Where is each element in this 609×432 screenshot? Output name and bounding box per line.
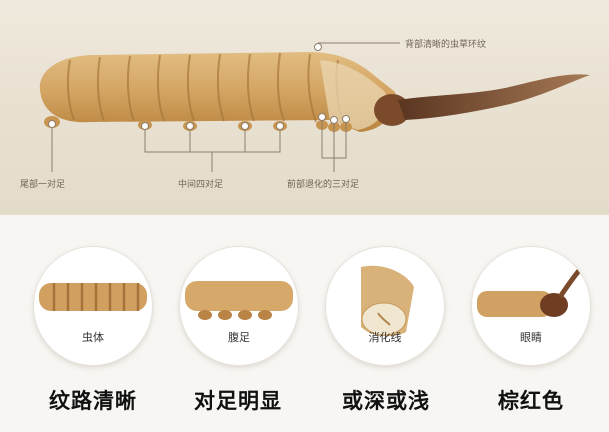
caption-clear-pattern: 纹路清晰 — [49, 389, 137, 413]
circle-label-eyes: 眼睛 — [520, 331, 542, 344]
digestive-line-image — [361, 265, 414, 337]
feet-closeup-image — [185, 281, 293, 320]
circle-label-feet: 腹足 — [228, 331, 250, 344]
body-closeup-image — [39, 283, 147, 311]
annotation-back-rings: 背部清晰的虫草环纹 — [405, 40, 487, 50]
feature-circle-eyes: 眼睛 — [472, 247, 590, 365]
caption-dark-or-light: 或深或浅 — [342, 389, 430, 413]
feature-circle-body: 虫体 — [34, 247, 152, 365]
annotation-tail-feet: 尾部一对足 — [20, 180, 66, 190]
annotation-middle-feet: 中间四对足 — [178, 180, 224, 190]
circle-label-body: 虫体 — [82, 331, 104, 344]
cordyceps-illustration — [39, 42, 590, 172]
caption-distinct-feet: 对足明显 — [194, 389, 282, 413]
circle-label-digestive-line: 消化线 — [368, 331, 402, 344]
caption-brown-red: 棕红色 — [498, 389, 564, 413]
eyes-closeup-image — [477, 263, 586, 317]
feature-circle-digestive-line: 消化线 — [326, 247, 444, 365]
annotation-front-feet: 前部退化的三对足 — [287, 180, 360, 190]
feature-circle-feet: 腹足 — [180, 247, 298, 365]
stroma-shape — [398, 74, 590, 120]
specimen-diagram: 背部清晰的虫草环纹 尾部一对足 中间四对足 前部退化的三对足 — [0, 0, 609, 215]
